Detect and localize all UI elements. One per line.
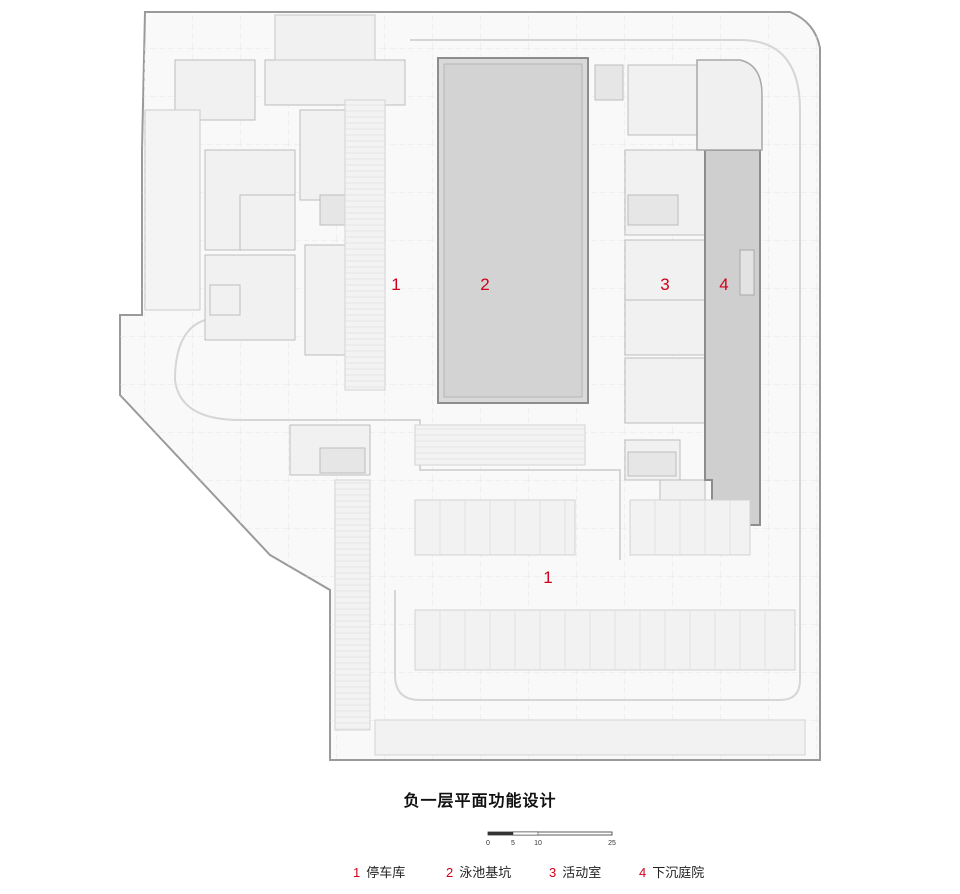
parking-row-center-top bbox=[414, 424, 586, 466]
legend-item-pool-pit: 2 泳池基坑 bbox=[446, 862, 511, 881]
legend: 1 停车库 2 泳池基坑 3 活动室 4 下沉庭院 bbox=[0, 862, 960, 882]
legend-text: 活动室 bbox=[562, 866, 602, 881]
ring-road bbox=[394, 39, 801, 701]
legend-num: 2 bbox=[446, 865, 454, 880]
legend-text: 停车库 bbox=[366, 866, 406, 881]
plan-title: 负一层平面功能设计 bbox=[403, 791, 557, 810]
sunken-courtyard bbox=[704, 149, 761, 526]
courtyard-wall bbox=[696, 59, 763, 151]
label-2-pool-pit: 2 bbox=[480, 275, 489, 294]
parking-bay-dividers bbox=[439, 500, 766, 670]
scale-tick-10: 10 bbox=[534, 840, 542, 847]
legend-item-sunken-courtyard: 4 下沉庭院 bbox=[639, 862, 704, 881]
label-1-parking-south: 1 bbox=[543, 568, 552, 587]
scale-tick-0: 0 bbox=[486, 840, 490, 847]
legend-num: 4 bbox=[639, 865, 647, 880]
legend-text: 泳池基坑 bbox=[459, 866, 512, 881]
label-3-activity-room: 3 bbox=[660, 275, 669, 294]
scale-tick-5: 5 bbox=[511, 840, 515, 847]
pool-pit-inner bbox=[443, 63, 583, 398]
northwest-corridor bbox=[144, 109, 201, 311]
scale-tick-25: 25 bbox=[608, 840, 616, 847]
scale-bar: 0 5 10 25 bbox=[486, 831, 616, 847]
legend-item-activity-room: 3 活动室 bbox=[549, 862, 601, 881]
parking-strip-southwest bbox=[334, 479, 371, 731]
floor-plan: 1 2 3 4 1 bbox=[119, 11, 821, 761]
courtyard-stair bbox=[739, 249, 755, 296]
label-4-sunken-courtyard: 4 bbox=[719, 275, 728, 294]
legend-num: 3 bbox=[549, 865, 557, 880]
legend-text: 下沉庭院 bbox=[652, 866, 705, 881]
parking-strip-west bbox=[344, 99, 386, 391]
ring-road-inner bbox=[173, 319, 621, 560]
label-1-parking-north: 1 bbox=[391, 275, 400, 294]
legend-item-parking: 1 停车库 bbox=[353, 862, 405, 881]
legend-num: 1 bbox=[353, 865, 361, 880]
north-rooms bbox=[274, 14, 376, 61]
